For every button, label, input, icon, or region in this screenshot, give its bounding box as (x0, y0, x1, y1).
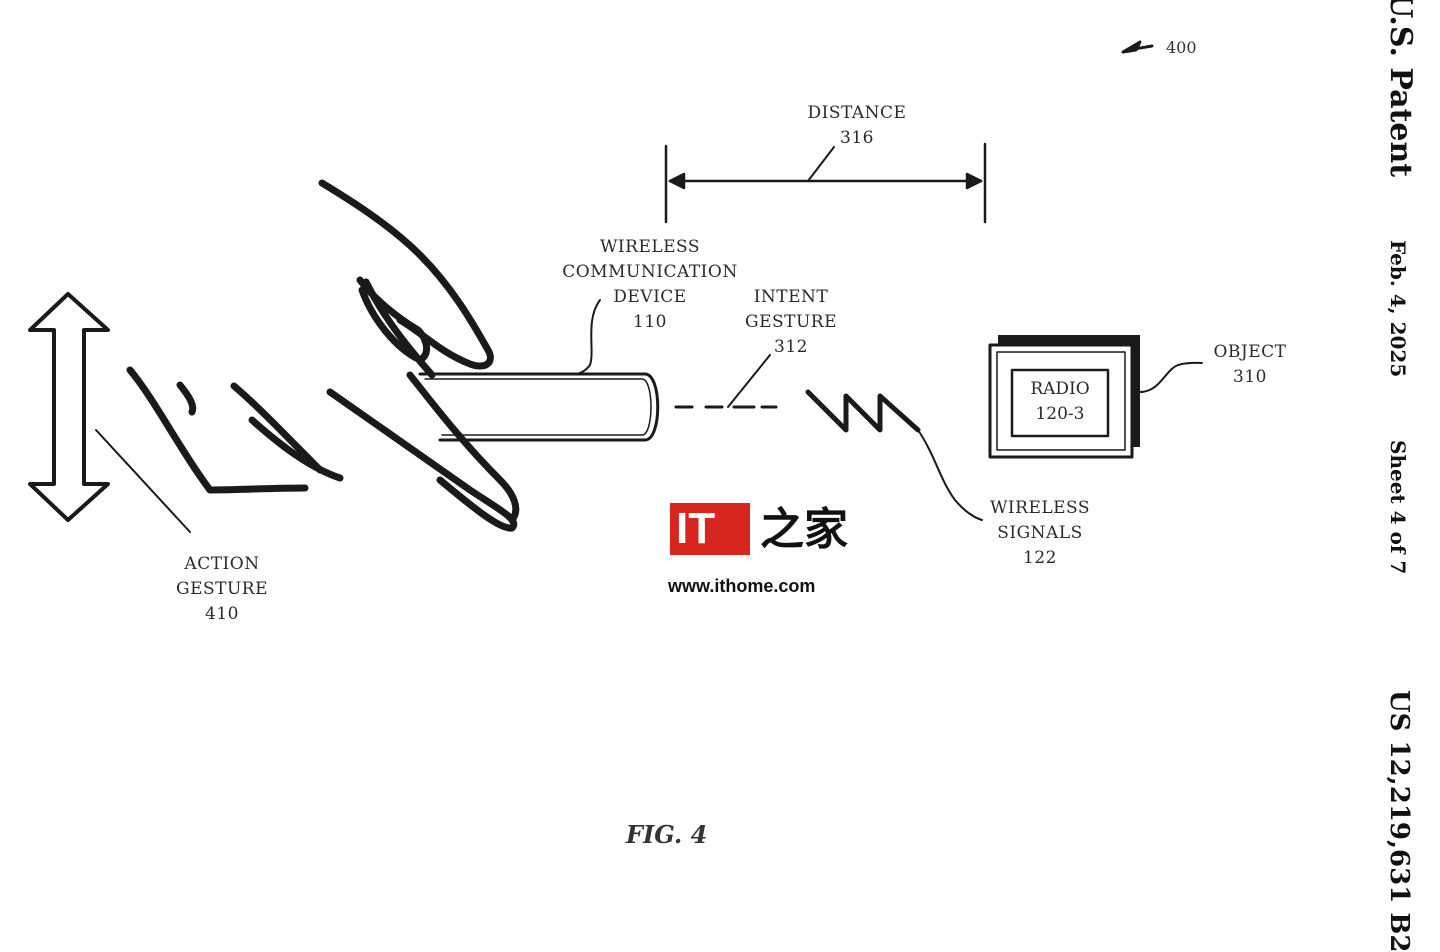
patent-number: US 12,219,631 B2 (1384, 690, 1414, 952)
watermark-logo: IT (670, 503, 750, 555)
action-gesture-arrow-icon (28, 292, 191, 533)
distance-label: DISTANCE 316 (807, 103, 907, 148)
wireless-device-label: WIRELESS COMMUNICATION DEVICE 110 (562, 237, 738, 332)
action-gesture-label: ACTION GESTURE 410 (175, 554, 268, 624)
patent-date: Feb. 4, 2025 (1386, 240, 1410, 378)
wireless-device-shape (418, 372, 660, 442)
radio-label: RADIO 120-3 (1030, 379, 1090, 424)
watermark-url: www.ithome.com (668, 576, 816, 596)
hand-illustration (126, 179, 520, 532)
object-box (988, 335, 1203, 459)
device-leader-line (574, 299, 601, 375)
patent-figure-page: 400 DISTANCE 316 WIRELESS COMMUNICATION … (28, 0, 1418, 952)
patent-label: U.S. Patent (1383, 0, 1418, 178)
sheet-number: Sheet 4 of 7 (1386, 440, 1410, 575)
object-label: OBJECT 310 (1213, 342, 1287, 387)
figure-caption: FIG. 4 (626, 820, 708, 849)
wireless-signals-label: WIRELESS SIGNALS 122 (989, 498, 1091, 568)
wireless-signal-icon (805, 389, 983, 521)
diagram-drawing (28, 40, 1203, 533)
distance-dimension (664, 142, 987, 224)
figure-reference-number: 400 (1166, 38, 1197, 57)
intent-gesture-label: INTENT GESTURE 312 (744, 287, 837, 357)
intent-gesture-line (674, 354, 778, 409)
ref-arrow-icon (1121, 40, 1154, 54)
watermark-logo-cjk: 之家 (760, 504, 848, 555)
